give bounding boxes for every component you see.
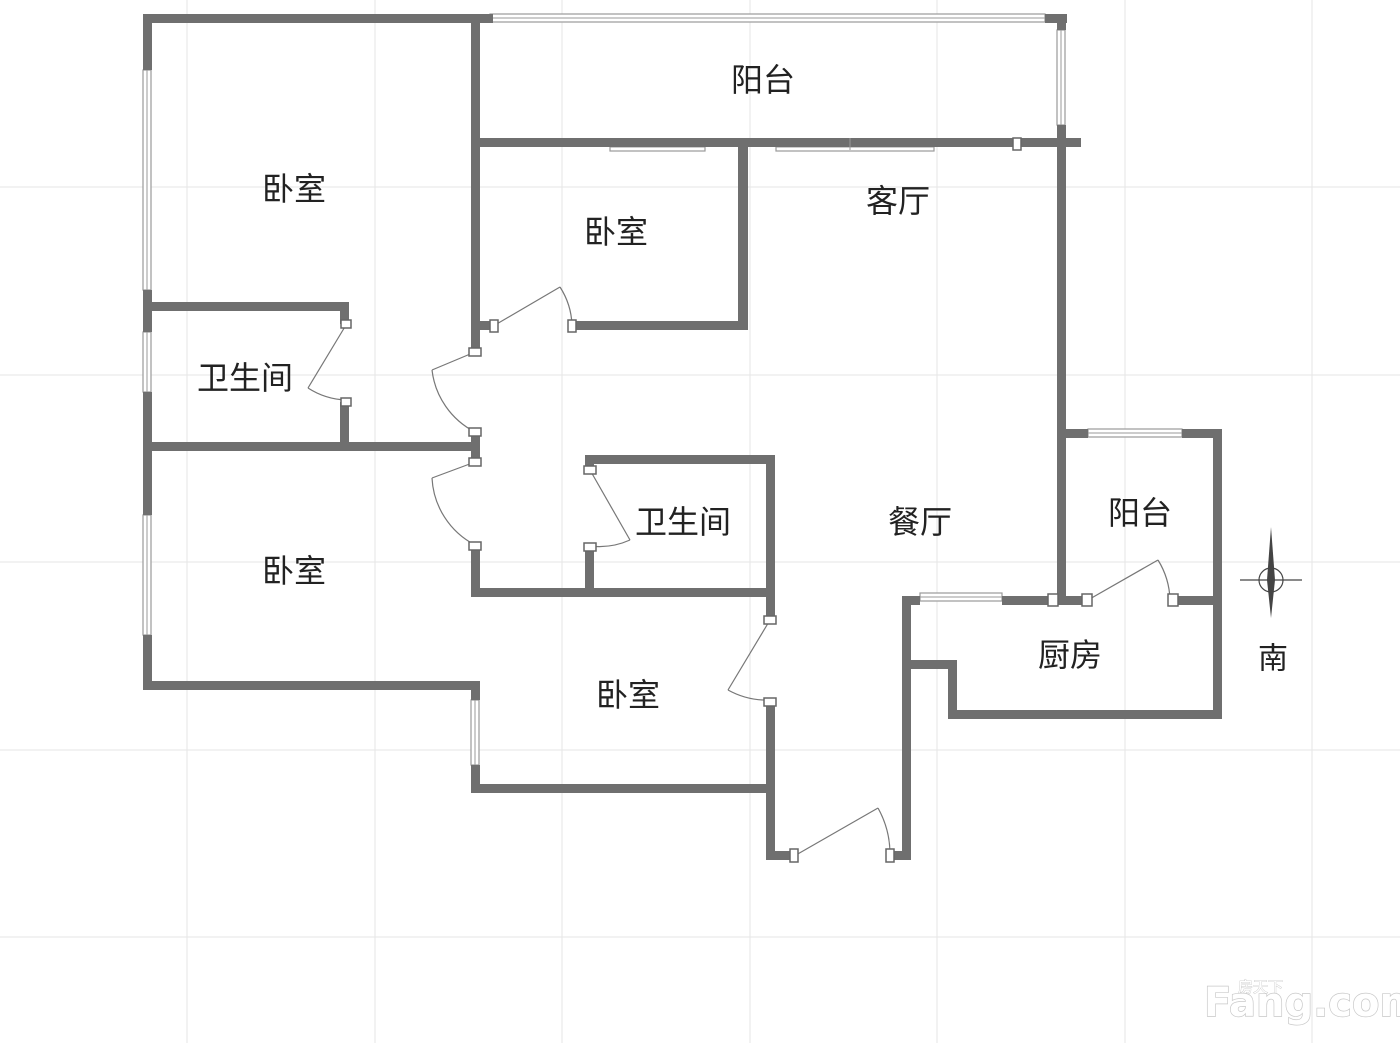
room-label-bathroom-center: 卫生间: [635, 503, 731, 541]
compass-needle-icon: [1267, 527, 1275, 618]
watermark-logo: Fang.com: [1204, 980, 1400, 1026]
door-entrance[interactable]: [789, 807, 895, 863]
door-bedroom-southwest[interactable]: [431, 457, 482, 551]
room-label-bathroom-west: 卫生间: [197, 359, 293, 397]
door-bathroom-center[interactable]: [583, 465, 631, 552]
door-bathroom-west[interactable]: [307, 319, 352, 407]
compass: 南: [1240, 527, 1302, 677]
room-label-bedroom-southwest: 卧室: [262, 552, 326, 590]
room-label-balcony-east: 阳台: [1108, 494, 1172, 532]
door-bedroom-center[interactable]: [489, 286, 577, 333]
room-label-bedroom-center: 卧室: [584, 213, 648, 251]
room-label-dining-room: 餐厅: [888, 503, 952, 541]
doors: [307, 137, 1179, 863]
room-labels: 阳台 卧室 卧室 客厅 卫生间 卫生间 餐厅 阳台 卧室 卧室 厨房: [197, 61, 1172, 714]
walls: [143, 14, 1222, 860]
watermark: 房天下 Fang.com: [1203, 978, 1400, 1027]
door-bedroom-northwest[interactable]: [431, 347, 482, 437]
room-label-bedroom-south: 卧室: [596, 676, 660, 714]
opening-living-balcony: [849, 137, 1022, 151]
watermark-sub: 房天下: [1238, 978, 1283, 996]
compass-label: 南: [1258, 642, 1288, 677]
room-label-kitchen: 厨房: [1038, 636, 1102, 674]
room-label-bedroom-northwest: 卧室: [262, 170, 326, 208]
door-bedroom-south[interactable]: [727, 615, 777, 707]
windows: [142, 13, 1183, 766]
door-balcony-east[interactable]: [1047, 559, 1179, 607]
room-label-living-room: 客厅: [866, 182, 930, 220]
room-label-balcony-north: 阳台: [731, 61, 795, 99]
